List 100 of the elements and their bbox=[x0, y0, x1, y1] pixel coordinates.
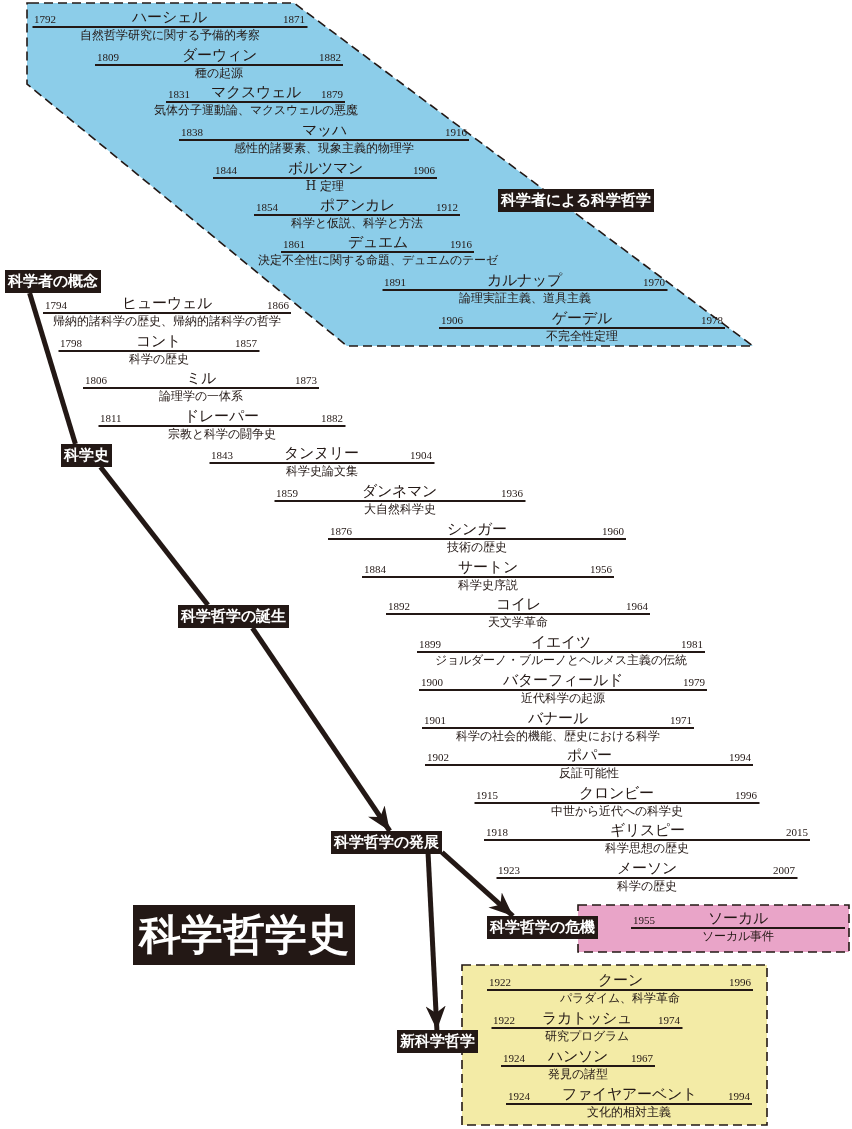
scientist-name: バナール bbox=[528, 710, 588, 727]
year-label: 2007 bbox=[773, 864, 795, 876]
year-label: 1979 bbox=[683, 676, 705, 688]
work-title: 論理実証主義、道具主義 bbox=[458, 291, 591, 305]
work-title: 科学史序説 bbox=[458, 578, 518, 592]
year-label: 1967 bbox=[631, 1052, 653, 1064]
year-label: 1974 bbox=[658, 1014, 680, 1026]
year-label: 1892 bbox=[388, 600, 410, 612]
year-label: 1859 bbox=[276, 487, 298, 499]
year-label: 1996 bbox=[735, 789, 757, 801]
work-title: 科学と仮説、科学と方法 bbox=[291, 216, 423, 230]
year-label: 1955 bbox=[633, 914, 655, 926]
work-title: 天文学革命 bbox=[488, 615, 548, 629]
scientist-name: ハーシェル bbox=[132, 9, 207, 26]
year-label: 1838 bbox=[181, 126, 203, 138]
year-label: 1922 bbox=[489, 976, 511, 988]
year-label: 1876 bbox=[330, 525, 352, 537]
year-label: 1906 bbox=[413, 164, 435, 176]
year-label: 1902 bbox=[427, 751, 449, 763]
year-label: 1811 bbox=[100, 412, 122, 424]
year-label: 2015 bbox=[786, 826, 808, 838]
work-title: 中世から近代への科学史 bbox=[550, 804, 683, 818]
year-label: 1857 bbox=[235, 337, 257, 349]
year-label: 1978 bbox=[701, 314, 723, 326]
work-title: 感性的諸要素、現象主義的物理学 bbox=[234, 141, 414, 155]
work-title: 宗教と科学の闘争史 bbox=[167, 427, 276, 441]
work-title: 研究プログラム bbox=[544, 1029, 629, 1043]
year-label: 1994 bbox=[728, 1090, 750, 1102]
section-label: 科学哲学の危機 bbox=[487, 916, 598, 939]
year-label: 1901 bbox=[424, 714, 446, 726]
year-label: 1882 bbox=[319, 51, 341, 63]
scientist-name: ポアンカレ bbox=[319, 197, 395, 214]
year-label: 1873 bbox=[295, 374, 317, 386]
year-label: 1916 bbox=[450, 238, 472, 250]
work-title: 科学の歴史 bbox=[616, 879, 677, 893]
work-title: ジョルダーノ・ブルーノとヘルメス主義の伝統 bbox=[435, 653, 687, 667]
scientist-name: ファイヤアーベント bbox=[561, 1086, 697, 1103]
year-label: 1792 bbox=[34, 13, 56, 25]
year-label: 1923 bbox=[498, 864, 520, 876]
arrow bbox=[425, 853, 446, 1031]
scientist-name: カルナップ bbox=[487, 272, 562, 289]
scientist-name: ヒューウェル bbox=[122, 295, 212, 312]
section-label: 科学史 bbox=[61, 444, 112, 467]
year-label: 1981 bbox=[681, 638, 703, 650]
section-label: 科学哲学の発展 bbox=[331, 831, 442, 854]
year-label: 1879 bbox=[321, 88, 343, 100]
year-label: 1831 bbox=[168, 88, 190, 100]
year-label: 1871 bbox=[283, 13, 305, 25]
section-label: 科学哲学の誕生 bbox=[178, 605, 289, 628]
year-label: 1809 bbox=[97, 51, 119, 63]
scientist-name: コント bbox=[136, 333, 181, 350]
work-title: 近代科学の起源 bbox=[521, 691, 605, 705]
connector-line bbox=[98, 465, 210, 607]
work-title: 発見の諸型 bbox=[548, 1067, 608, 1081]
work-title: ソーカル事件 bbox=[702, 929, 774, 943]
title-label: 科学哲学史 bbox=[133, 905, 355, 965]
scientist-name: ダンネマン bbox=[362, 483, 437, 500]
arrow bbox=[440, 850, 515, 918]
scientist-name: バターフィールド bbox=[503, 672, 623, 689]
year-label: 1922 bbox=[493, 1014, 515, 1026]
year-label: 1918 bbox=[486, 826, 508, 838]
year-label: 1798 bbox=[60, 337, 82, 349]
scientist-name: ラカトッシュ bbox=[541, 1010, 632, 1027]
year-label: 1970 bbox=[643, 276, 665, 288]
scientist-name: ハンソン bbox=[548, 1048, 608, 1065]
scientist-name: ソーカル bbox=[708, 910, 768, 927]
work-title: 科学史論文集 bbox=[285, 464, 358, 478]
work-title: H 定理 bbox=[305, 179, 345, 193]
year-label: 1924 bbox=[503, 1052, 525, 1064]
year-label: 1899 bbox=[419, 638, 441, 650]
year-label: 1996 bbox=[729, 976, 751, 988]
year-label: 1916 bbox=[445, 126, 467, 138]
scientist-name: ゲーデル bbox=[552, 310, 612, 327]
scientist-name: マッハ bbox=[301, 122, 347, 139]
scientist-name: ポパー bbox=[566, 747, 612, 764]
year-label: 1960 bbox=[602, 525, 624, 537]
scientist-name: ギリスピー bbox=[609, 822, 685, 839]
year-label: 1971 bbox=[670, 714, 692, 726]
scientist-name: メーソン bbox=[616, 860, 677, 877]
year-label: 1806 bbox=[85, 374, 107, 386]
scientist-name: イエイツ bbox=[531, 634, 591, 651]
work-title: 技術の歴史 bbox=[447, 540, 507, 554]
work-title: 決定不全性に関する命題、デュエムのテーゼ bbox=[257, 253, 498, 267]
year-label: 1861 bbox=[283, 238, 305, 250]
year-label: 1924 bbox=[508, 1090, 530, 1102]
year-label: 1904 bbox=[410, 449, 432, 461]
scientist-name: サートン bbox=[458, 559, 518, 576]
work-title: 種の起源 bbox=[195, 66, 243, 80]
scientist-name: ダーウィン bbox=[181, 47, 257, 64]
scientist-name: ドレーパー bbox=[184, 408, 259, 425]
work-title: 自然哲学研究に関する予備的考察 bbox=[79, 28, 260, 42]
year-label: 1936 bbox=[501, 487, 523, 499]
year-label: 1854 bbox=[256, 201, 278, 213]
arrow bbox=[250, 626, 392, 833]
scientist-name: デュエム bbox=[347, 234, 408, 251]
year-label: 1891 bbox=[384, 276, 406, 288]
section-label: 科学者の概念 bbox=[5, 270, 101, 293]
work-title: パラダイム、科学革命 bbox=[560, 991, 680, 1005]
work-title: 不完全性定理 bbox=[546, 329, 618, 343]
year-label: 1882 bbox=[321, 412, 343, 424]
